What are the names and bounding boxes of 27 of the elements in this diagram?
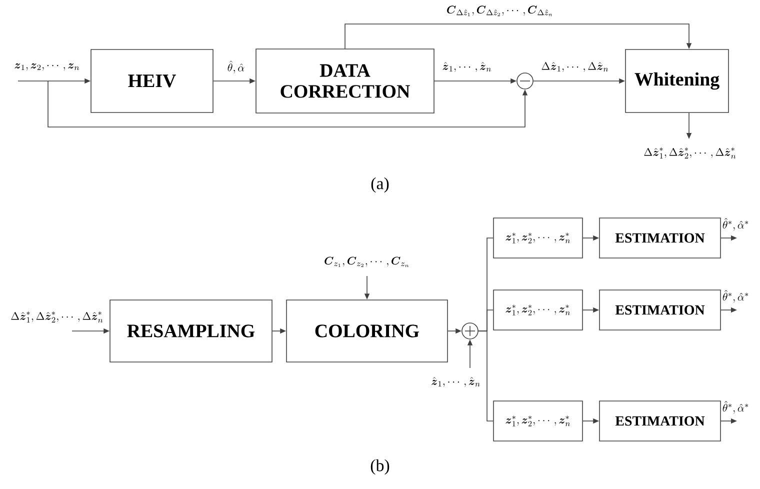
adder-circle xyxy=(462,322,478,340)
sample-box: $\boldsymbol{z}_1^*,\boldsymbol{z}_2^*,\cdots,\boldsymbol{z}_n^*$ xyxy=(493,218,583,258)
edge-label: $\Delta\hat{\boldsymbol{z}}_1^*,\Delta\hat{\boldsymbol{z}}_2^*,\cdots,\Delta\hat{\boldsymbol{z}}_n^*$ xyxy=(644,148,736,159)
edge-label: $\hat{\theta}^*,\hat{\alpha}^*$ xyxy=(722,218,748,231)
edge-label: $\boldsymbol{z}_1,\boldsymbol{z}_2,\cdots,\boldsymbol{z}_n$ xyxy=(14,63,80,70)
process-box: COLORING xyxy=(286,300,448,362)
process-box: ESTIMATION xyxy=(599,218,721,258)
subtractor-circle xyxy=(516,72,534,90)
panel-label: (b) xyxy=(370,459,390,475)
process-box: ESTIMATION xyxy=(599,290,721,330)
edge-label: $\boldsymbol{C}_{\Delta\hat{z}_1},\boldsymbol{C}_{\Delta\hat{z}_2},\cdots,\boldsymbol{C}_{\Delta\hat{z}_n}$ xyxy=(447,6,552,16)
edge-label: $\Delta\hat{\boldsymbol{z}}_1^*,\Delta\hat{\boldsymbol{z}}_2^*,\cdots,\Delta\hat{\boldsymbol{z}}_n^*$ xyxy=(11,312,103,323)
panel-label: (a) xyxy=(371,177,389,193)
edge-label: $\hat{\theta},\hat{\alpha}$ xyxy=(228,60,244,74)
edge-label: $\hat{\theta}^*,\hat{\alpha}^*$ xyxy=(722,401,748,414)
sample-box: $\boldsymbol{z}_1^*,\boldsymbol{z}_2^*,\cdots,\boldsymbol{z}_n^*$ xyxy=(493,290,583,330)
process-box: Whitening xyxy=(625,49,729,113)
edge-label: $\hat{\boldsymbol{z}}_1,\cdots,\hat{\boldsymbol{z}}_n$ xyxy=(442,62,491,72)
edge-label: $\boldsymbol{C}_{z_1},\boldsymbol{C}_{z_2},\cdots,\boldsymbol{C}_{z_n}$ xyxy=(324,256,408,268)
edge-label: $\hat{\theta}^*,\hat{\alpha}^*$ xyxy=(722,290,748,303)
sample-box: $\boldsymbol{z}_1^*,\boldsymbol{z}_2^*,\cdots,\boldsymbol{z}_n^*$ xyxy=(493,400,583,442)
edge-label: $\Delta\hat{\boldsymbol{z}}_1,\cdots,\Delta\hat{\boldsymbol{z}}_n$ xyxy=(542,62,608,72)
process-box: RESAMPLING xyxy=(110,300,272,362)
process-box: HEIV xyxy=(90,49,214,113)
process-box: DATA CORRECTION xyxy=(256,48,434,114)
process-box: ESTIMATION xyxy=(599,400,721,442)
edge-label: $\hat{\boldsymbol{z}}_1,\cdots,\hat{\boldsymbol{z}}_n$ xyxy=(432,377,480,387)
